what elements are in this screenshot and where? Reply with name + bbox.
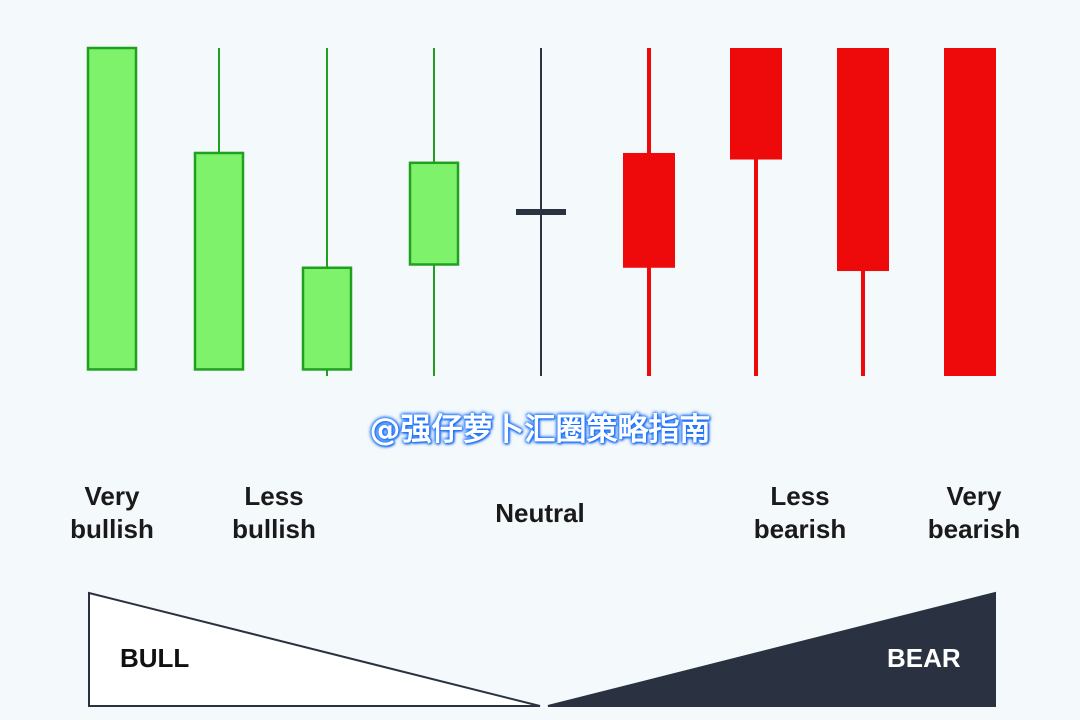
- candle-4-body: [408, 161, 460, 266]
- candle-8-body: [837, 48, 889, 272]
- candle-6-body: [623, 152, 675, 268]
- candle-7: [730, 48, 782, 376]
- label-less-bearish: Less bearish: [720, 480, 880, 546]
- label-less-bullish-line2: bullish: [232, 514, 316, 544]
- candle-5-body: [516, 209, 566, 215]
- candle-2-body: [193, 151, 245, 371]
- label-very-bullish: Very bullish: [32, 480, 192, 546]
- bear-wedge: [547, 591, 996, 707]
- label-very-bearish-line1: Very: [946, 481, 1002, 511]
- bull-wedge: [88, 591, 541, 707]
- candle-9: [944, 48, 996, 376]
- label-less-bullish-line1: Less: [244, 481, 304, 511]
- candle-3-body: [301, 266, 353, 371]
- candle-8: [837, 48, 889, 376]
- candle-1-body: [86, 46, 138, 371]
- candle-1: [86, 46, 138, 371]
- candle-7-body: [730, 48, 782, 160]
- candlestick-diagram: [86, 46, 996, 376]
- label-very-bearish: Very bearish: [894, 480, 1054, 546]
- candle-9-body: [944, 48, 996, 376]
- label-very-bearish-line2: bearish: [927, 514, 1021, 544]
- bull-label: BULL: [120, 643, 190, 673]
- label-neutral: Neutral: [460, 497, 620, 530]
- candle-4: [408, 48, 460, 376]
- candle-6: [623, 48, 675, 376]
- label-very-bullish-line2: bullish: [70, 514, 154, 544]
- label-very-bullish-line1: Very: [84, 481, 140, 511]
- label-less-bearish-line1: Less: [770, 481, 830, 511]
- label-less-bearish-line2: bearish: [753, 514, 847, 544]
- watermark-text: @强仔萝卜汇圈策略指南: [369, 412, 711, 448]
- label-less-bullish: Less bullish: [194, 480, 354, 546]
- label-neutral-text: Neutral: [495, 498, 585, 528]
- candle-3: [301, 48, 353, 376]
- candle-5: [516, 48, 566, 376]
- candle-2: [193, 48, 245, 371]
- bear-label: BEAR: [887, 643, 961, 673]
